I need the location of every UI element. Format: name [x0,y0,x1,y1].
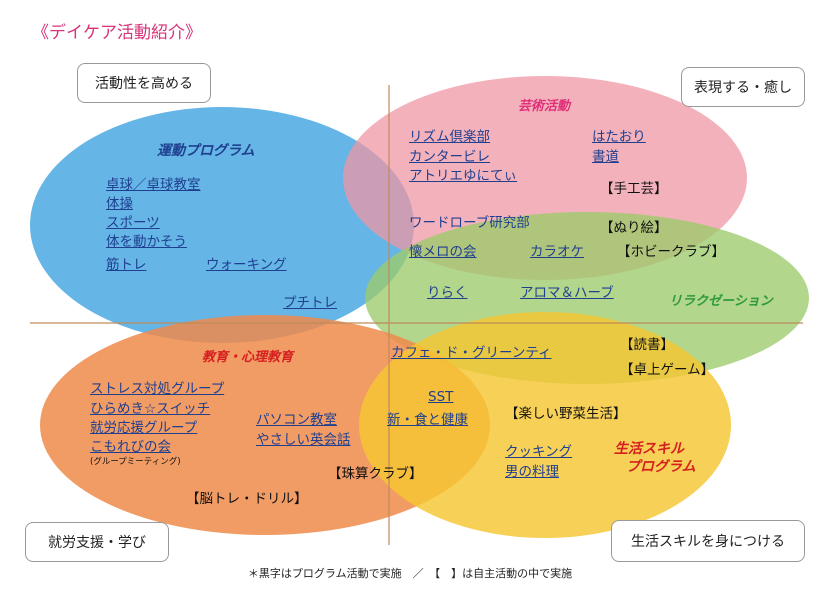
exercise-ellipse [30,107,414,343]
relax-item[interactable]: りらく [427,285,468,301]
education-bracket: 【脳トレ・ドリル】 [186,491,308,507]
arts-item[interactable]: カンタービレ [409,149,490,165]
life-item[interactable]: クッキング [505,444,573,460]
life-bracket: 【楽しい野菜生活】 [505,406,627,422]
exercise-item[interactable]: 卓球／卓球教室 [106,177,201,193]
exercise-item[interactable]: プチトレ [283,295,337,311]
education-heading: 教育・心理教育 [202,350,294,365]
footer-note: ＊黒字はプログラム活動で実施 ／ 【 】は自主活動の中で実施 [247,567,573,580]
arts-heading: 芸術活動 [518,99,571,114]
arts-bracket: 【ぬり絵】 [600,220,668,236]
relax-bracket: 【卓上ゲーム】 [620,362,715,378]
relax-bracket: 【ホビークラブ】 [617,244,725,260]
corner-expression: 表現する・癒し [681,67,805,107]
life-heading-line2: プログラム [626,459,696,475]
education-item[interactable]: 就労応援グループ [90,420,198,436]
corner-life-skills: 生活スキルを身につける [611,520,805,562]
education-item[interactable]: ストレス対処グループ [90,381,225,397]
education-bracket: 【珠算クラブ】 [328,466,423,482]
relax-item[interactable]: カラオケ [530,244,584,260]
education-item[interactable]: やさしい英会話 [256,432,351,448]
relax-bracket: 【読書】 [620,337,674,353]
education-ellipse [40,315,490,535]
relax-item[interactable]: アロマ＆ハーブ [520,285,614,301]
education-item[interactable]: パソコン教室 [256,412,337,428]
arts-item[interactable]: 書道 [592,149,619,165]
life-ellipse [359,312,731,538]
relax-heading: リラクゼーション [669,294,773,309]
relax-item[interactable]: カフェ・ド・グリーンティ [391,345,552,361]
exercise-item[interactable]: スポーツ [106,215,160,231]
education-item[interactable]: こもれびの会 [90,439,171,455]
education-item[interactable]: ひらめき☆スイッチ [90,401,211,417]
arts-bracket: 【手工芸】 [600,181,668,197]
arts-item[interactable]: リズム倶楽部 [409,129,490,145]
life-item[interactable]: 新・食と健康 [387,412,468,428]
exercise-item[interactable]: 体を動かそう [106,234,187,250]
life-item[interactable]: 男の料理 [505,464,559,480]
exercise-item[interactable]: 筋トレ [106,257,147,273]
arts-item[interactable]: アトリエゆにてぃ [409,168,517,184]
corner-employment: 就労支援・学び [25,522,169,562]
relax-item[interactable]: 懐メロの会 [409,244,477,260]
life-heading-line1: 生活スキル [614,441,684,457]
exercise-item[interactable]: ウォーキング [206,257,287,273]
exercise-item[interactable]: 体操 [106,196,133,212]
arts-item[interactable]: はたおり [592,129,646,145]
corner-activity: 活動性を高める [77,63,211,103]
page-title: 《デイケア活動紹介》 [32,23,202,43]
life-item[interactable]: SST [428,389,454,405]
arts-item[interactable]: ワードローブ研究部 [409,215,530,231]
exercise-heading: 運動プログラム [157,143,255,159]
education-note: (グループミーティング) [90,457,181,467]
